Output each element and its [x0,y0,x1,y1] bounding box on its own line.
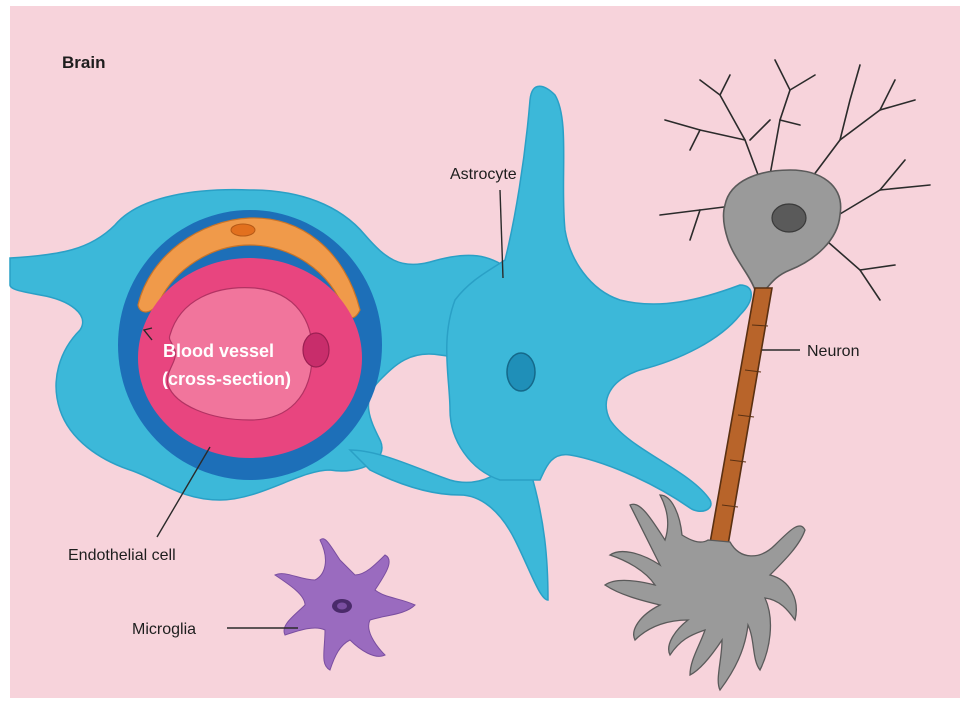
diagram-title: Brain [62,53,105,72]
vessel-nucleus [303,333,329,367]
neuron-label: Neuron [807,343,859,360]
astrocyte-nucleus [507,353,535,391]
blood-vessel-label-line1: Blood vessel [163,341,274,361]
neuron-nucleus [772,204,806,232]
endothelial-nucleus [231,224,255,236]
blood-vessel-label-line2: (cross-section) [162,369,291,389]
microglia-label: Microglia [132,621,196,638]
astrocyte-label: Astrocyte [450,166,517,183]
endothelial-label: Endothelial cell [68,547,176,564]
